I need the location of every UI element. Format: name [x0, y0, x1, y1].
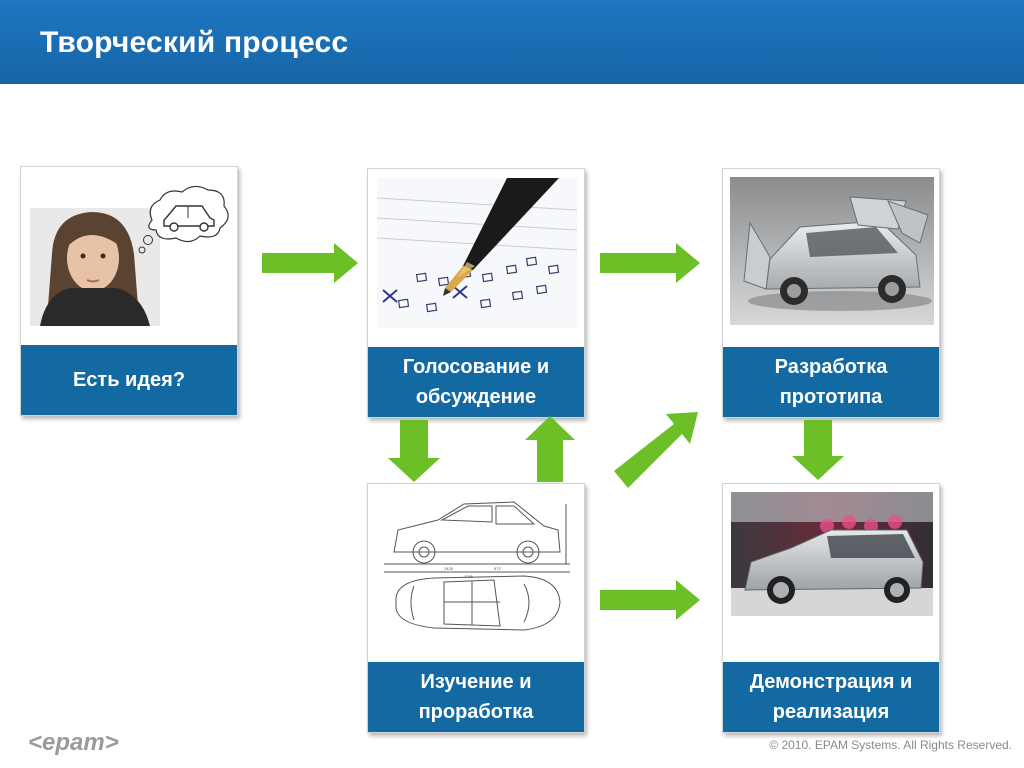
step-card-prototype: Разработка прототипа: [722, 168, 940, 418]
logo-text: <epam>: [28, 729, 119, 756]
arrow-proto-to-demo: [792, 420, 844, 480]
prototype-car-image: [730, 177, 934, 325]
svg-text:4285: 4285: [464, 574, 474, 579]
car-blueprint-image: 2425 872 4285: [374, 490, 580, 650]
thinking-person-image: [30, 176, 230, 326]
header-bar: Творческий процесс: [0, 0, 1024, 84]
page-title: Творческий процесс: [40, 26, 349, 59]
step-card-vote: Голосование и обсуждение: [367, 168, 585, 418]
arrow-study-to-vote: [525, 416, 575, 482]
step-card-idea: Есть идея?: [20, 166, 238, 416]
arrow-study-to-proto: [614, 412, 698, 488]
step-label-vote: Голосование и обсуждение: [368, 347, 584, 417]
svg-text:872: 872: [494, 566, 501, 571]
step-label-demo: Демонстрация и реализация: [723, 662, 939, 732]
copyright-text: © 2010. EPAM Systems. All Rights Reserve…: [769, 738, 1012, 752]
arrow-vote-to-study: [388, 420, 440, 482]
step-card-study: 2425 872 4285 Изучение и проработка: [367, 483, 585, 733]
ballot-pen-image: [377, 178, 577, 328]
epam-logo: <epam>: [28, 728, 138, 763]
arrow-vote-to-proto: [600, 243, 700, 283]
step-label-study: Изучение и проработка: [368, 662, 584, 732]
arrow-study-to-demo: [600, 580, 700, 620]
step-label-prototype: Разработка прототипа: [723, 347, 939, 417]
step-card-demo: Демонстрация и реализация: [722, 483, 940, 733]
arrow-idea-to-vote: [262, 243, 358, 283]
svg-text:2425: 2425: [444, 566, 454, 571]
showroom-car-image: [731, 492, 933, 616]
step-label-idea: Есть идея?: [21, 345, 237, 415]
